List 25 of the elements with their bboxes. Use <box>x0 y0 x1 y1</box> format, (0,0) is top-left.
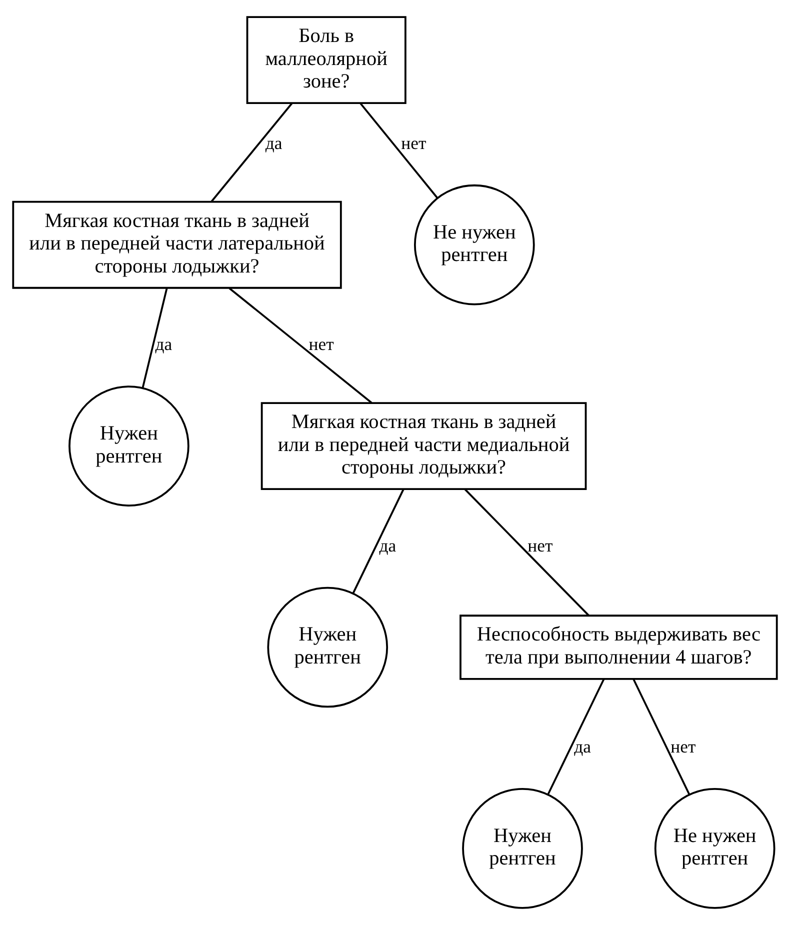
node-circle: Нужен рентген <box>267 586 388 708</box>
node-circle: Нужен рентген <box>68 386 190 506</box>
edge-label: да <box>574 736 592 757</box>
edge-label: нет <box>670 736 696 757</box>
connector <box>352 489 404 594</box>
edge-label: да <box>265 132 282 153</box>
connector <box>547 678 605 795</box>
edge-label: нет <box>308 334 334 354</box>
connector <box>142 288 168 388</box>
node-circle: Нужен рентген <box>462 788 583 909</box>
connector <box>464 488 590 616</box>
connector <box>228 288 372 404</box>
node-box: Неспособность выдерживать вес тела при выполнении 4 шагов? <box>460 614 778 680</box>
connector <box>360 102 438 199</box>
connector <box>210 102 293 202</box>
node-circle: Не нужен рентген <box>654 788 776 909</box>
connector <box>632 678 690 795</box>
edge-label: нет <box>401 132 426 153</box>
node-box: Боль в маллеолярной зоне? <box>246 16 406 104</box>
node-circle: Не нужен рентген <box>414 184 535 306</box>
node-box: Мягкая костная ткань в задней или в передней части медиальной стороны лодыжки? <box>260 402 587 490</box>
edge-label: нет <box>528 535 553 556</box>
edge-label: да <box>379 535 396 556</box>
node-box: Мягкая костная ткань в задней или в передней части латеральной стороны лодыжки? <box>12 200 342 289</box>
edge-label: да <box>155 334 172 354</box>
